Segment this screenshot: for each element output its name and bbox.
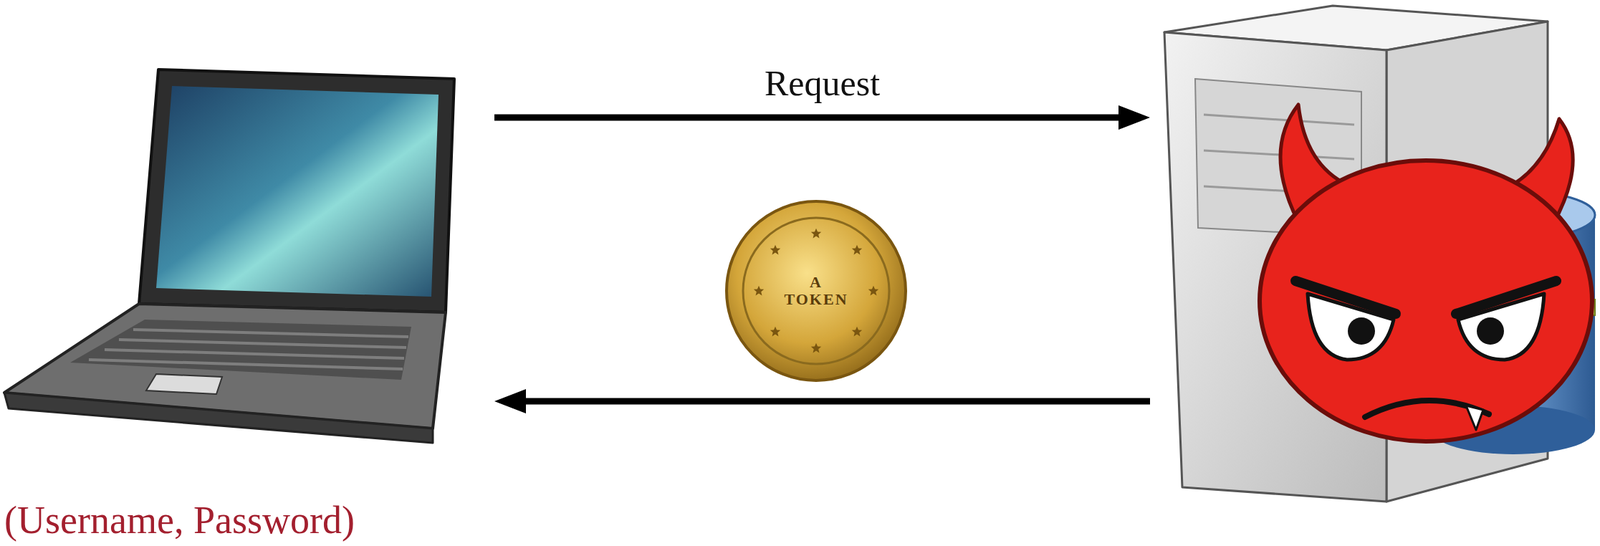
coin-inscription: A TOKEN [783, 273, 848, 309]
devil-illustration [1259, 104, 1593, 442]
client-laptop: (Username, Password) [0, 71, 495, 545]
flow-arrow [494, 114, 1129, 122]
node-caption: (Username, Password) [4, 499, 355, 542]
laptop-illustration [4, 69, 455, 443]
server-machine [1150, 0, 1600, 546]
edge-label: Request [764, 63, 880, 104]
flow-arrow [515, 398, 1151, 405]
token-coin [726, 201, 906, 381]
